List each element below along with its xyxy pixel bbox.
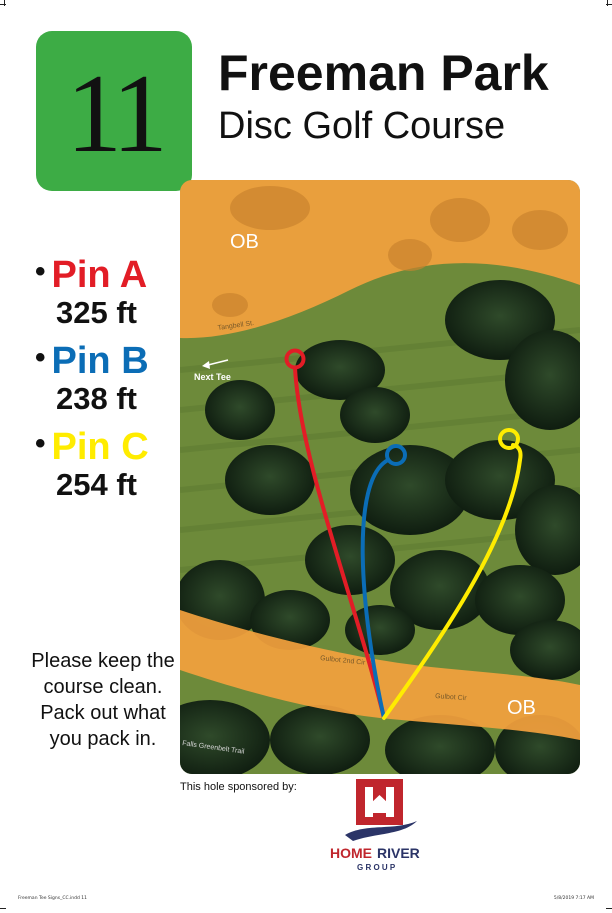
hole-map: Tangbell St. Gulbot 2nd Cir Gulbot Cir F…	[180, 180, 580, 774]
pin-c-distance: 254 ft	[56, 467, 137, 502]
sponsor-name-river: RIVER	[377, 845, 420, 861]
course-subtitle: Disc Golf Course	[218, 105, 506, 147]
hole-map-image: Tangbell St. Gulbot 2nd Cir Gulbot Cir F…	[180, 180, 580, 774]
pin-b-label: Pin B	[51, 340, 149, 382]
footer-file-info: Freeman Tee Signs_CC.indd 11	[18, 896, 88, 901]
pin-b-flight-path	[360, 458, 390, 720]
ob-zone-bottom	[180, 610, 580, 740]
pin-b-distance: 238 ft	[56, 381, 137, 416]
sponsor-logo: HOME RIVER G R O U P	[325, 775, 435, 875]
pin-a-basket	[284, 348, 306, 370]
sponsor-group: G R O U P	[357, 863, 396, 872]
next-tee-arrow-icon	[202, 359, 229, 369]
next-tee-label: Next Tee	[194, 372, 231, 382]
pin-list: •Pin A 325 ft •Pin B 238 ft •Pin C 254 f…	[35, 252, 175, 510]
pin-c-basket	[498, 428, 520, 450]
crop-mark	[0, 908, 6, 909]
hole-number-box: 11	[36, 31, 192, 191]
pin-c: •Pin C 254 ft	[35, 424, 175, 503]
crop-mark	[607, 0, 608, 6]
ob-label-top: OB	[230, 231, 259, 253]
crop-mark	[0, 4, 6, 5]
pin-b: •Pin B 238 ft	[35, 338, 175, 417]
ob-label-bottom: OB	[507, 697, 536, 719]
pin-a-distance: 325 ft	[56, 295, 137, 330]
sponsor-label: This hole sponsored by:	[180, 781, 297, 793]
pin-b-basket	[385, 444, 407, 466]
homeriver-logo-icon: HOME RIVER G R O U P	[330, 779, 420, 872]
footer-timestamp: 5/8/2019 7:17 AM	[553, 896, 594, 901]
street-label-mid: Gulbot 2nd Cir	[320, 655, 366, 667]
course-note: Please keep the course clean. Pack out w…	[31, 650, 175, 750]
pin-a: •Pin A 325 ft	[35, 252, 175, 331]
pin-c-label: Pin C	[51, 426, 149, 468]
bullet-icon: •	[35, 341, 46, 374]
bullet-icon: •	[35, 255, 46, 288]
course-title: Freeman Park	[218, 45, 549, 101]
tree-clusters	[180, 280, 580, 774]
street-label-right: Gulbot Cir	[435, 693, 468, 702]
hole-number: 11	[66, 52, 168, 176]
pin-a-flight-path	[293, 366, 386, 720]
pin-a-label: Pin A	[51, 254, 148, 296]
crop-mark	[606, 908, 612, 909]
crop-mark	[606, 4, 612, 5]
pin-c-flight-path	[382, 443, 523, 720]
bullet-icon: •	[35, 427, 46, 460]
crop-mark	[4, 0, 5, 6]
sponsor-name-home: HOME	[330, 845, 372, 861]
ob-top-trees	[212, 186, 568, 317]
